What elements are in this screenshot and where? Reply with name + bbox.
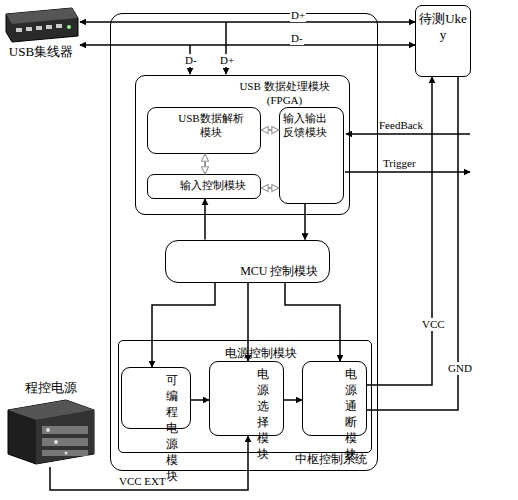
module-box: USB数据解析模块 <box>147 107 261 154</box>
signal-label: VCC EXT <box>118 475 167 488</box>
node-label: 中枢控制系统 <box>295 451 367 467</box>
node-label: 待测Ukey <box>416 11 470 43</box>
node-label: 程控电源 <box>25 380 77 396</box>
signal-label: D- <box>184 54 198 67</box>
usb-hub-icon <box>2 6 80 44</box>
device-node: USB集线器 <box>2 6 80 64</box>
power-supply-icon <box>6 396 96 466</box>
module-box: 输入输出反馈模块 <box>279 107 344 204</box>
module-box: 待测Ukey <box>415 5 471 77</box>
module-box: USB 数据处理模块 (FPGA)USB数据解析模块输入控制模块输入输出反馈模块 <box>135 75 350 215</box>
device-icon <box>6 396 96 466</box>
module-box: 中枢控制系统USB 数据处理模块 (FPGA)USB数据解析模块输入控制模块输入… <box>110 13 378 471</box>
node-label: USB数据解析模块 <box>176 111 246 150</box>
signal-label: D+ <box>219 54 235 67</box>
module-box: 可编程电源模块 <box>121 367 191 429</box>
node-label: USB集线器 <box>9 44 73 60</box>
signal-label: D- <box>290 32 304 45</box>
signal-label: VCC <box>421 318 446 331</box>
node-label: 输入输出反馈模块 <box>280 111 329 200</box>
device-node: 程控电源 <box>5 375 97 467</box>
module-box: 电源选择模块 <box>209 361 284 436</box>
module-box: MCU 控制模块 <box>165 240 330 283</box>
node-label: 输入控制模块 <box>180 178 246 195</box>
node-label: 电源通断模块 <box>345 366 356 432</box>
signal-label: GND <box>447 362 473 375</box>
node-label: 电源选择模块 <box>252 366 273 432</box>
module-box: 输入控制模块 <box>147 174 261 199</box>
module-box: 电源通断模块 <box>302 361 367 436</box>
module-box: 电源控制模块可编程电源模块电源选择模块电源通断模块 <box>118 340 372 453</box>
signal-label: FeedBack <box>378 119 424 132</box>
connector <box>367 77 458 410</box>
node-label: 可编程电源模块 <box>164 372 180 425</box>
device-icon <box>2 6 80 44</box>
signal-label: Trigger <box>382 157 417 170</box>
node-label: MCU 控制模块 <box>240 263 318 279</box>
signal-label: D+ <box>290 9 306 22</box>
